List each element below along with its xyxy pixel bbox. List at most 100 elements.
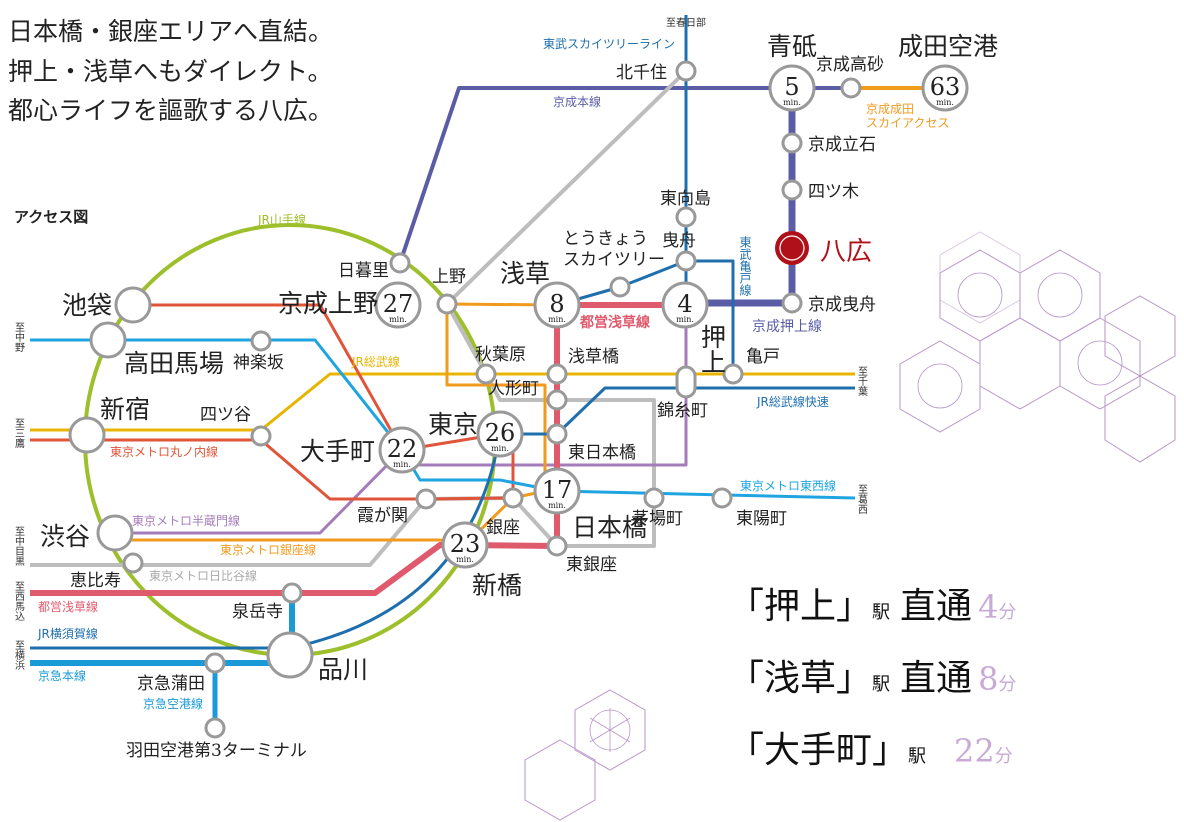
direction-nakano: 至中野 bbox=[13, 322, 25, 352]
station-label-otemachi: 大手町 bbox=[300, 437, 375, 466]
station-marker-skytree[interactable] bbox=[609, 276, 631, 298]
min-unit: min. bbox=[389, 315, 407, 324]
station-marker-hikifune[interactable] bbox=[675, 250, 697, 272]
station-marker-sengakuji[interactable] bbox=[281, 582, 303, 604]
station-label-shibuya: 渋谷 bbox=[40, 522, 90, 551]
line-yokosuka bbox=[30, 433, 502, 650]
summary-direct: 直通 bbox=[900, 586, 972, 627]
station-label-yahiro: 八広 bbox=[820, 237, 872, 267]
station-label-sengakuji: 泉岳寺 bbox=[232, 602, 283, 622]
station-marker-akihabara[interactable] bbox=[475, 363, 497, 385]
station-label-asakusabashi: 浅草橋 bbox=[568, 347, 619, 367]
station-label-ningyocho: 人形町 bbox=[488, 379, 539, 399]
station-label-shimbashi: 新橋 bbox=[472, 571, 522, 600]
station-label-narita: 成田空港 bbox=[898, 32, 998, 61]
station-marker-yotsugi[interactable] bbox=[781, 179, 803, 201]
label-yamanote: JR山手線 bbox=[257, 212, 306, 227]
station-marker-keisei-hikifune[interactable] bbox=[781, 292, 803, 314]
summary-time: 22 bbox=[954, 732, 995, 770]
line-keisei-main bbox=[398, 86, 851, 264]
station-marker-keisei-takasago[interactable] bbox=[840, 77, 862, 99]
station-label-skytree-1: とうきょう bbox=[563, 229, 648, 249]
station-marker-shinagawa[interactable] bbox=[266, 631, 314, 679]
station-marker-nippori[interactable] bbox=[389, 252, 411, 274]
label-sobu: JR総武線 bbox=[351, 354, 400, 369]
station-label-oshiage: 押上 bbox=[698, 324, 727, 374]
station-label-keisei-takasago: 京成高砂 bbox=[816, 55, 884, 75]
station-label-takadanobaba: 高田馬場 bbox=[124, 349, 224, 378]
access-map-title: アクセス図 bbox=[14, 208, 88, 226]
station-marker-asakusabashi[interactable] bbox=[546, 363, 568, 385]
station-marker-higashiginza[interactable] bbox=[546, 535, 568, 557]
station-label-asakusa: 浅草 bbox=[500, 259, 550, 288]
min-unit: min. bbox=[676, 315, 694, 324]
headline-line-3: 都心ライフを謳歌する八広。 bbox=[8, 96, 333, 125]
direction-chiba: 至千葉 bbox=[856, 366, 868, 397]
label-yokosuka: JR横須賀線 bbox=[37, 626, 98, 641]
station-marker-keikyukamata[interactable] bbox=[204, 652, 226, 674]
station-label-keisei-ueno: 京成上野 bbox=[278, 289, 378, 318]
major-stations bbox=[68, 231, 809, 679]
station-label-higashinihombashi: 東日本橋 bbox=[568, 443, 636, 463]
station-label-kasumigaseki: 霞が関 bbox=[357, 506, 408, 526]
station-marker-yotsuya[interactable] bbox=[250, 425, 272, 447]
station-marker-kagurazaka[interactable] bbox=[250, 330, 272, 352]
min-unit: min. bbox=[783, 98, 801, 107]
station-marker-ikebukuro[interactable] bbox=[114, 286, 152, 324]
summary-direct: 直通 bbox=[900, 658, 972, 699]
station-marker-ebisu[interactable] bbox=[122, 552, 144, 574]
label-asakusa-main: 都営浅草線 bbox=[579, 314, 650, 331]
station-marker-toyocho[interactable] bbox=[711, 487, 733, 509]
station-label-haneda-t3: 羽田空港第3ターミナル bbox=[126, 741, 307, 761]
station-marker-ningyocho[interactable] bbox=[546, 389, 568, 411]
time-value: 5 bbox=[784, 73, 799, 101]
min-unit: min. bbox=[936, 98, 954, 107]
station-marker-ginza[interactable] bbox=[502, 487, 524, 509]
line-hibiya bbox=[30, 69, 688, 567]
station-marker-kinshicho[interactable] bbox=[675, 365, 697, 399]
station-label-yotsugi: 四ツ木 bbox=[808, 182, 859, 202]
label-tobu-kameido: 東武亀戸線 bbox=[738, 236, 752, 296]
station-marker-kasumigaseki[interactable] bbox=[415, 488, 437, 510]
station-marker-keisei-tateishi[interactable] bbox=[781, 132, 803, 154]
station-marker-shinjuku[interactable] bbox=[68, 416, 106, 454]
station-marker-kayabacho[interactable] bbox=[643, 487, 665, 509]
station-label-kagurazaka: 神楽坂 bbox=[233, 353, 284, 373]
station-label-skytree-2: スカイツリー bbox=[563, 250, 665, 270]
label-marunouchi: 東京メトロ丸ノ内線 bbox=[110, 444, 218, 459]
station-label-ueno: 上野 bbox=[432, 267, 466, 287]
station-marker-higashimukojima[interactable] bbox=[675, 206, 697, 228]
station-marker-ueno[interactable] bbox=[436, 293, 458, 315]
station-marker-shibuya[interactable] bbox=[96, 514, 134, 552]
time-value: 8 bbox=[549, 290, 564, 318]
line-marunouchi bbox=[30, 303, 515, 501]
time-value: 27 bbox=[383, 290, 414, 318]
station-label-keisei-hikifune: 京成曳舟 bbox=[808, 295, 876, 315]
time-value: 63 bbox=[930, 73, 961, 101]
station-marker-higashinihombashi[interactable] bbox=[546, 423, 568, 445]
direction-mitaka: 至三鷹 bbox=[13, 418, 25, 449]
min-unit: min. bbox=[456, 555, 474, 564]
station-marker-kitasenju[interactable] bbox=[675, 60, 697, 82]
label-sobu-rapid: JR総武線快速 bbox=[756, 394, 829, 409]
station-marker-kameido[interactable] bbox=[722, 363, 744, 385]
station-label-higashiginza: 東銀座 bbox=[566, 555, 617, 575]
headline-line-1: 日本橋・銀座エリアへ直結。 bbox=[8, 17, 333, 46]
station-marker-takadanobaba[interactable] bbox=[89, 321, 127, 359]
time-value: 4 bbox=[677, 290, 692, 318]
station-marker-haneda-t3[interactable] bbox=[204, 717, 226, 739]
